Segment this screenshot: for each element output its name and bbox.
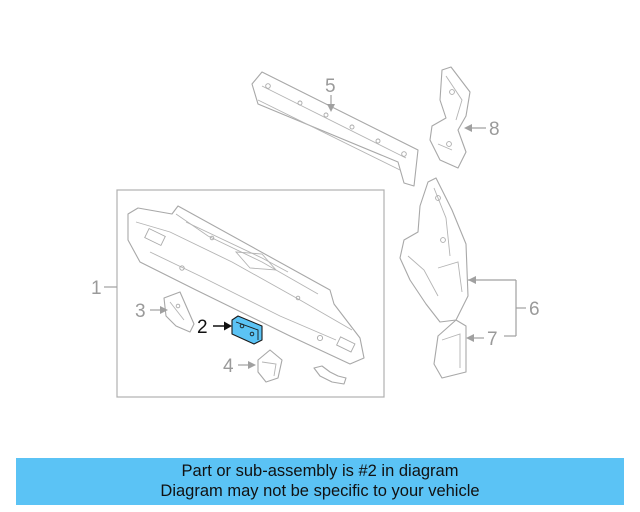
banner-line-disclaimer: Diagram may not be specific to your vehi… xyxy=(160,482,480,500)
callout-5: 5 xyxy=(325,76,336,97)
callout-1: 1 xyxy=(91,278,102,299)
part-1-rear-panel xyxy=(127,205,365,365)
parts-diagram: 5 8 1 3 2 4 6 7 xyxy=(91,66,540,398)
assembly-1-frame xyxy=(116,189,385,398)
part-6-inner-panel xyxy=(399,177,469,323)
callout-7: 7 xyxy=(487,329,498,350)
info-banner: Part or sub-assembly is #2 in diagram Di… xyxy=(16,458,624,505)
part-7-lower-bracket xyxy=(433,319,467,379)
small-clip xyxy=(313,365,347,385)
part-2-highlighted-bracket xyxy=(231,315,263,345)
part-5-upper-rail xyxy=(251,71,419,187)
callout-6: 6 xyxy=(529,299,540,320)
part-4-bracket xyxy=(257,349,283,383)
callout-8: 8 xyxy=(489,119,500,140)
part-3-bracket xyxy=(163,291,195,333)
callout-2: 2 xyxy=(197,317,208,338)
part-8-bracket xyxy=(429,66,471,169)
callout-3: 3 xyxy=(135,301,146,322)
callout-4: 4 xyxy=(223,356,234,377)
banner-line-part: Part or sub-assembly is #2 in diagram xyxy=(181,462,459,480)
